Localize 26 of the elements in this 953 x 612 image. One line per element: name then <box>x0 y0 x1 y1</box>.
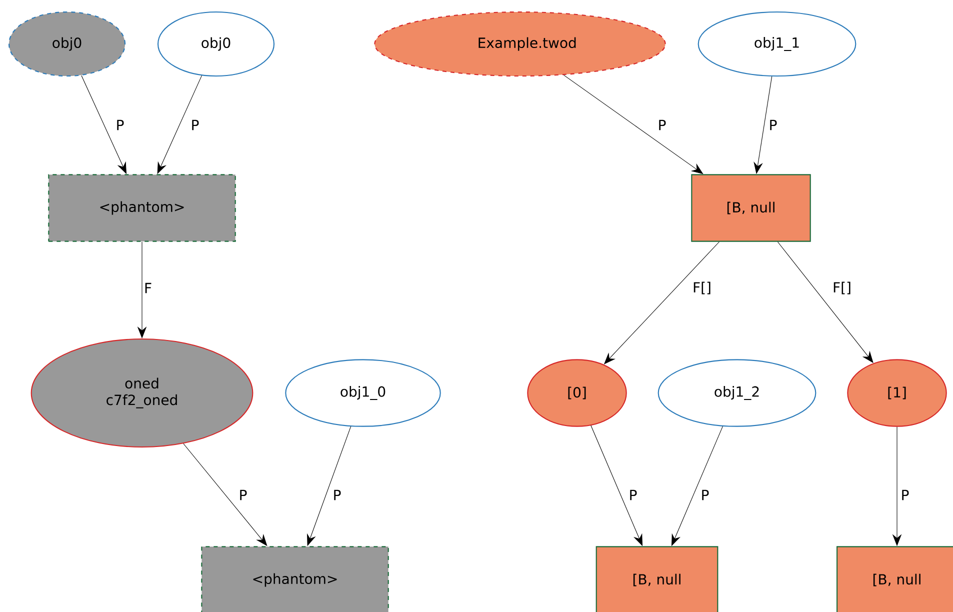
oval: obj1_2 <box>658 359 816 427</box>
edge-label: P <box>702 490 709 500</box>
oval: obj0 <box>157 11 275 77</box>
box: [B, null <box>596 546 718 612</box>
box: <phantom> <box>201 546 389 612</box>
edge-label: P <box>240 490 247 500</box>
oval: obj1_1 <box>698 11 856 77</box>
edge-label: F[] <box>694 282 710 294</box>
edge-label: F[] <box>834 282 850 294</box>
oval: [1] <box>847 359 947 427</box>
edge-label: P <box>334 490 341 500</box>
edge-label: P <box>902 490 909 500</box>
edge-label: P <box>770 120 777 130</box>
oval: obj1_0 <box>285 359 441 427</box>
box: <phantom> <box>48 174 236 242</box>
edge-label: P <box>630 490 637 500</box>
oval: oned c7f2_oned <box>30 338 254 448</box>
box: [B, null <box>691 174 811 242</box>
box: [B, null <box>836 546 953 612</box>
edge-label: P <box>117 120 124 130</box>
oval: obj0 <box>8 11 126 77</box>
oval: Example.twod <box>374 11 666 77</box>
edge-label: P <box>659 120 666 130</box>
oval: [0] <box>527 359 627 427</box>
edge-label: F <box>145 282 152 294</box>
edge-label: P <box>192 120 199 130</box>
